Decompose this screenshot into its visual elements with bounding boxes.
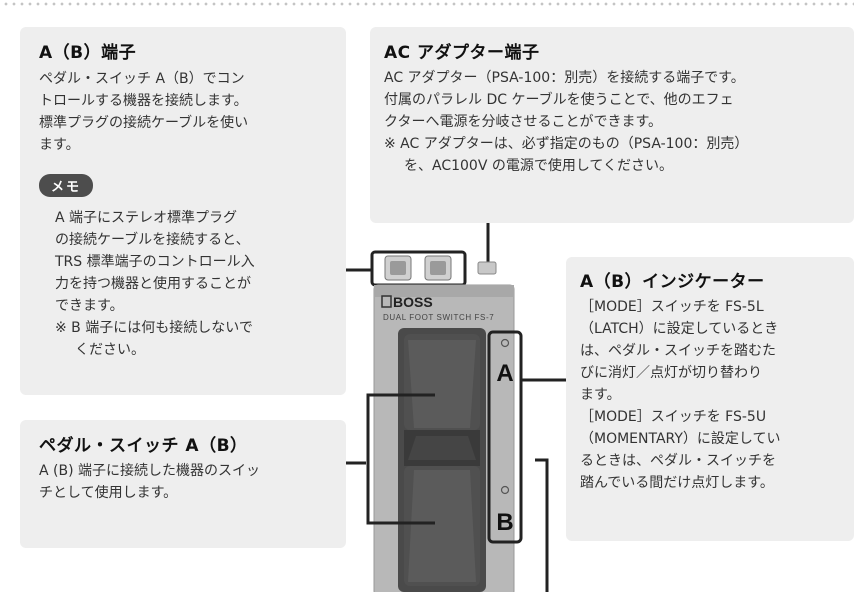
dotted-top-border — [0, 0, 854, 8]
memo-badge: メモ — [39, 174, 94, 197]
memo-note: ください。 — [75, 342, 145, 358]
memo-line: できます。 — [55, 298, 124, 314]
description-line: ［MODE］スイッチを FS-5U — [580, 409, 767, 425]
indicator-section: A（B）インジケーター ［MODE］スイッチを FS-5L （LATCH）に設定… — [566, 257, 854, 541]
indicator-a-icon — [500, 338, 510, 348]
description-line: （LATCH）に設定しているとき — [580, 321, 779, 337]
pedal-highlight — [366, 393, 435, 525]
indicator-b-icon — [500, 485, 510, 495]
description-line: ます。 — [580, 387, 621, 403]
description-line: 標準プラグの接続ケーブルを使い — [39, 115, 249, 131]
description-line: びに消灯／点灯が切り替わり — [580, 365, 762, 381]
indicator-a-label: A — [496, 360, 513, 387]
description-line: ［MODE］スイッチを FS-5L — [580, 299, 764, 315]
description-line: チとして使用します。 — [39, 485, 178, 501]
description-line: は、ペダル・スイッチを踏むた — [580, 343, 776, 359]
memo-body: A 端子にステレオ標準プラグ の接続ケーブルを接続すると、 TRS 標準端子のコ… — [39, 207, 329, 361]
description-line: 付属のパラレル DC ケーブルを使うことで、他のエフェ — [384, 92, 734, 108]
pedal-b-leader-line — [535, 458, 549, 592]
description-line: A (B) 端子に接続した機器のスイッ — [39, 463, 261, 479]
section-title: ペダル・スイッチ A（B） — [39, 436, 248, 456]
indicator-highlight — [487, 330, 523, 544]
pedal-b-surface — [408, 470, 476, 582]
section-title: A（B）インジケーター — [580, 272, 765, 292]
ac-adapter-section: AC アダプター端子 AC アダプター（PSA-100：別売）を接続する端子です… — [370, 27, 854, 223]
pedal-switch-section: ペダル・スイッチ A（B） A (B) 端子に接続した機器のスイッ チとして使用… — [20, 420, 346, 548]
memo-line: の接続ケーブルを接続すると、 — [55, 232, 250, 248]
jack-a-icon — [384, 255, 412, 281]
memo-line: 力を持つ機器と使用することが — [55, 276, 251, 292]
memo-note: ※ B 端子には何も接続しないで — [55, 320, 253, 336]
description-line: るときは、ペダル・スイッチを — [580, 453, 776, 469]
section-title: AC アダプター端子 — [384, 43, 540, 63]
description-line: トロールする機器を接続します。 — [39, 93, 248, 109]
memo-line: TRS 標準端子のコントロール入 — [55, 254, 255, 270]
indicator-b-label: B — [496, 509, 513, 536]
a-b-terminal-section: A（B）端子 ペダル・スイッチ A（B）でコン トロールする機器を接続します。 … — [20, 27, 346, 395]
description-line: AC アダプター（PSA-100：別売）を接続する端子です。 — [384, 70, 745, 86]
description-line: クターへ電源を分岐させることができます。 — [384, 114, 663, 130]
memo-line: A 端子にステレオ標準プラグ — [55, 210, 238, 226]
note-line: を、AC100V の電源で使用してください。 — [404, 158, 674, 174]
jack-b-icon — [424, 255, 452, 281]
device-top-edge — [374, 285, 514, 297]
section-title: A（B）端子 — [39, 43, 137, 63]
description-line: ます。 — [39, 137, 80, 153]
model-label: DUAL FOOT SWITCH FS-7 — [383, 313, 494, 322]
dc-jack-icon — [477, 261, 497, 275]
description-line: （MOMENTARY）に設定してい — [580, 431, 781, 447]
roland-logo-icon — [381, 295, 392, 308]
note-line: ※ AC アダプターは、必ず指定のもの（PSA-100：別売） — [384, 136, 749, 152]
pedal-a-surface — [408, 340, 476, 428]
brand-logo: BOSS — [393, 294, 433, 310]
description-line: ペダル・スイッチ A（B）でコン — [39, 71, 245, 87]
description-line: 踏んでいる間だけ点灯します。 — [580, 475, 774, 491]
